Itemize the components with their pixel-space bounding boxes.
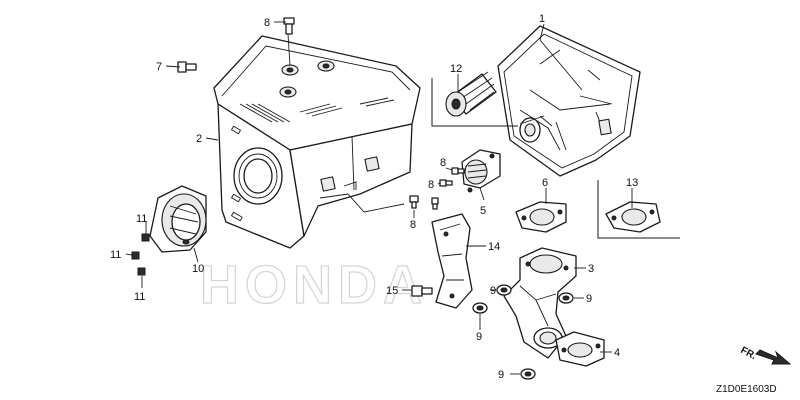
honda-watermark: HONDA (200, 255, 428, 315)
callout-8-screen-a: 8 (440, 157, 446, 169)
bolt-15[interactable] (411, 285, 433, 297)
bolt-8-screen-a[interactable] (451, 167, 465, 175)
callout-8-top: 8 (264, 17, 270, 29)
diagram-code: Z1D0E1603D (716, 384, 777, 395)
screw-11-a[interactable] (141, 233, 150, 242)
nut-9-b[interactable] (558, 292, 574, 304)
callout-6: 6 (542, 177, 548, 189)
svg-text:FR.: FR. (739, 345, 759, 362)
leader-lines (125, 21, 633, 375)
muffler-bracket[interactable] (431, 213, 473, 309)
callout-5: 5 (480, 205, 486, 217)
callout-1: 1 (539, 13, 545, 25)
exhaust-gasket-lower[interactable] (555, 331, 605, 367)
callout-13: 13 (626, 177, 638, 189)
screw-11-b[interactable] (131, 251, 140, 260)
bolt-8-lower-a[interactable] (409, 195, 419, 209)
callout-8-lower: 8 (410, 219, 416, 231)
muffler[interactable] (497, 25, 641, 177)
spark-arrester-frame (431, 78, 518, 127)
callout-9-d: 9 (498, 369, 504, 381)
gasket-13-frame (597, 180, 680, 239)
bolt-8-top[interactable] (283, 17, 295, 35)
gasket-13[interactable] (605, 201, 661, 233)
exhaust-screen[interactable] (461, 149, 501, 193)
muffler-protector[interactable] (213, 35, 421, 249)
callout-4: 4 (614, 347, 620, 359)
callout-11-a: 11 (136, 213, 147, 225)
callout-10: 10 (192, 263, 204, 275)
callout-14: 14 (488, 241, 500, 253)
callout-11-b: 11 (110, 249, 121, 261)
nut-9-a[interactable] (496, 284, 512, 296)
bolt-8-screen-b[interactable] (439, 179, 453, 187)
bolt-7[interactable] (177, 61, 197, 73)
muffler-gasket[interactable] (515, 201, 567, 233)
callout-3: 3 (588, 263, 594, 275)
spark-arrester-screen[interactable] (445, 71, 497, 117)
callout-12: 12 (450, 63, 462, 75)
callout-15: 15 (386, 285, 398, 297)
callout-9-b: 9 (586, 293, 592, 305)
nut-9-c[interactable] (472, 302, 488, 314)
front-direction-arrow: FR. (739, 345, 792, 365)
exhaust-deflector[interactable] (149, 185, 207, 253)
callout-2: 2 (196, 133, 202, 145)
nut-9-d[interactable] (520, 368, 536, 380)
callout-9-c: 9 (476, 331, 482, 343)
callout-7: 7 (156, 61, 162, 73)
exhaust-joint[interactable] (503, 247, 577, 359)
callout-11-c: 11 (134, 291, 145, 303)
bolt-8-lower-b[interactable] (431, 197, 439, 210)
callout-8-screen-b: 8 (428, 179, 434, 191)
callout-9-a: 9 (490, 285, 496, 297)
screw-11-c[interactable] (137, 267, 146, 276)
